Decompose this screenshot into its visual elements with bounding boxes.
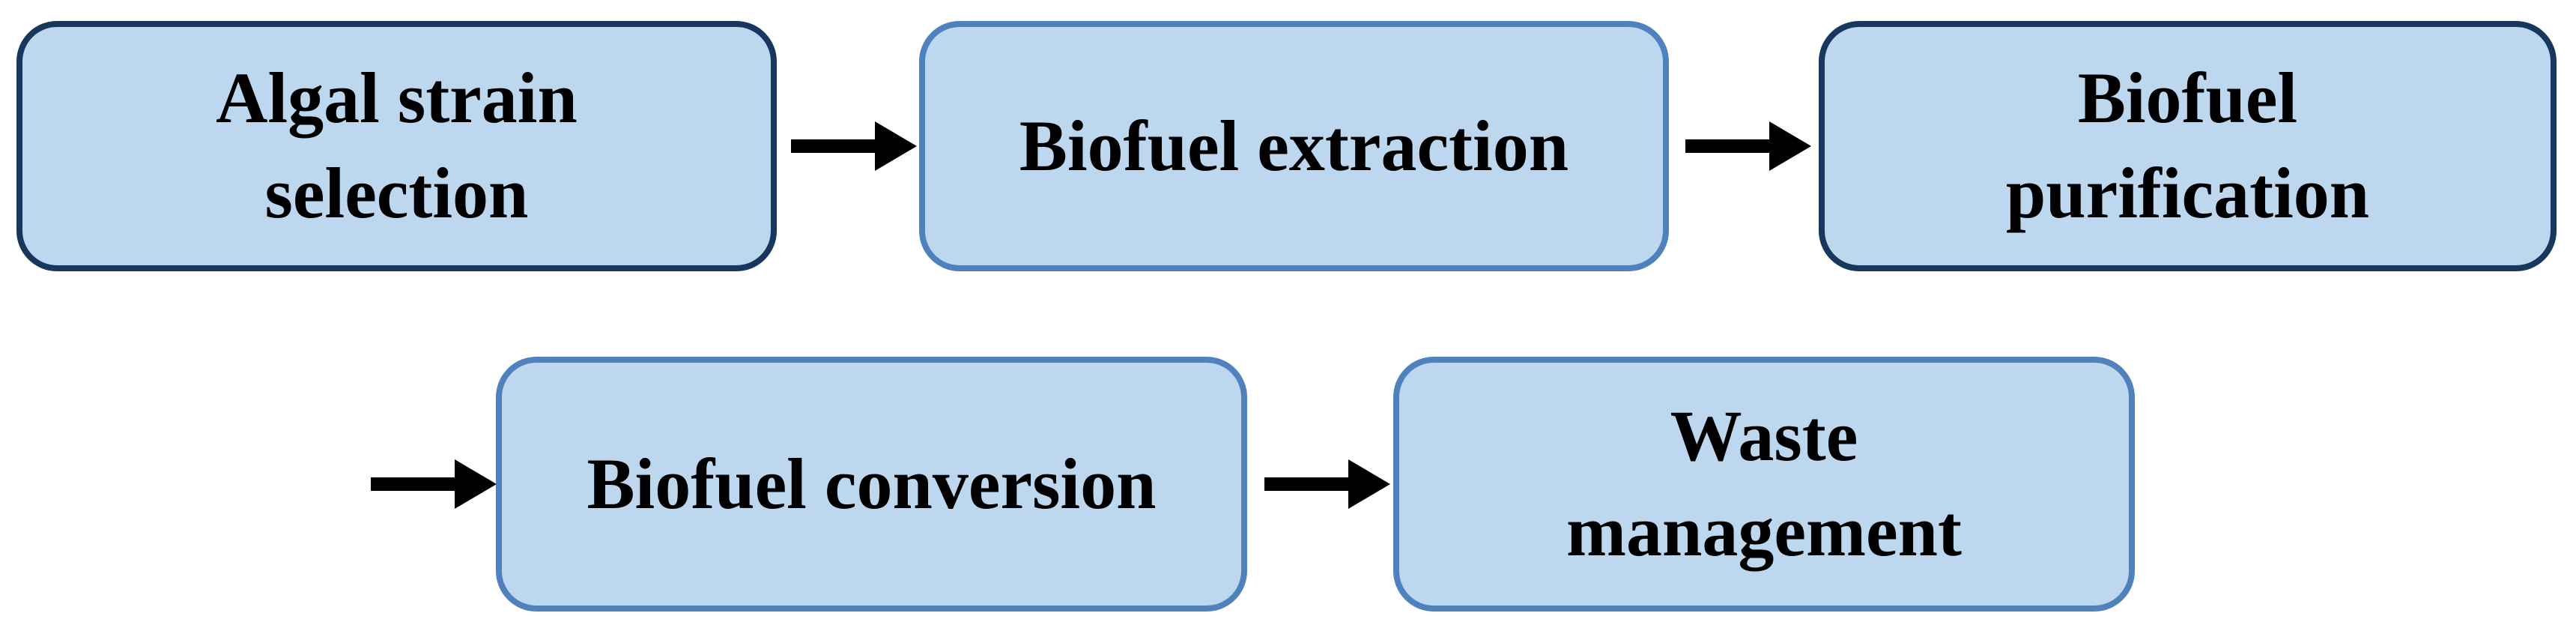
arrow-right-icon xyxy=(371,458,498,510)
node-biofuel-purification: Biofuel purification xyxy=(1819,21,2557,271)
node-label-line: purification xyxy=(2005,153,2370,233)
arrow-right-icon xyxy=(1264,458,1392,510)
node-label-line: management xyxy=(1566,491,1962,571)
node-label-line: Biofuel xyxy=(2077,58,2298,139)
node-label-line: Biofuel conversion xyxy=(587,443,1157,524)
node-biofuel-conversion: Biofuel conversion xyxy=(496,357,1247,612)
node-algal-strain-selection: Algal strain selection xyxy=(16,21,777,271)
node-label-line: Biofuel extraction xyxy=(1019,105,1569,186)
node-label-line: selection xyxy=(264,153,529,233)
node-label-line: Waste xyxy=(1670,396,1858,477)
node-biofuel-extraction: Biofuel extraction xyxy=(919,21,1669,271)
node-label-line: Algal strain xyxy=(216,58,578,139)
node-waste-management: Waste management xyxy=(1393,357,2135,612)
arrow-right-icon xyxy=(1685,120,1813,172)
arrow-right-icon xyxy=(791,120,918,172)
